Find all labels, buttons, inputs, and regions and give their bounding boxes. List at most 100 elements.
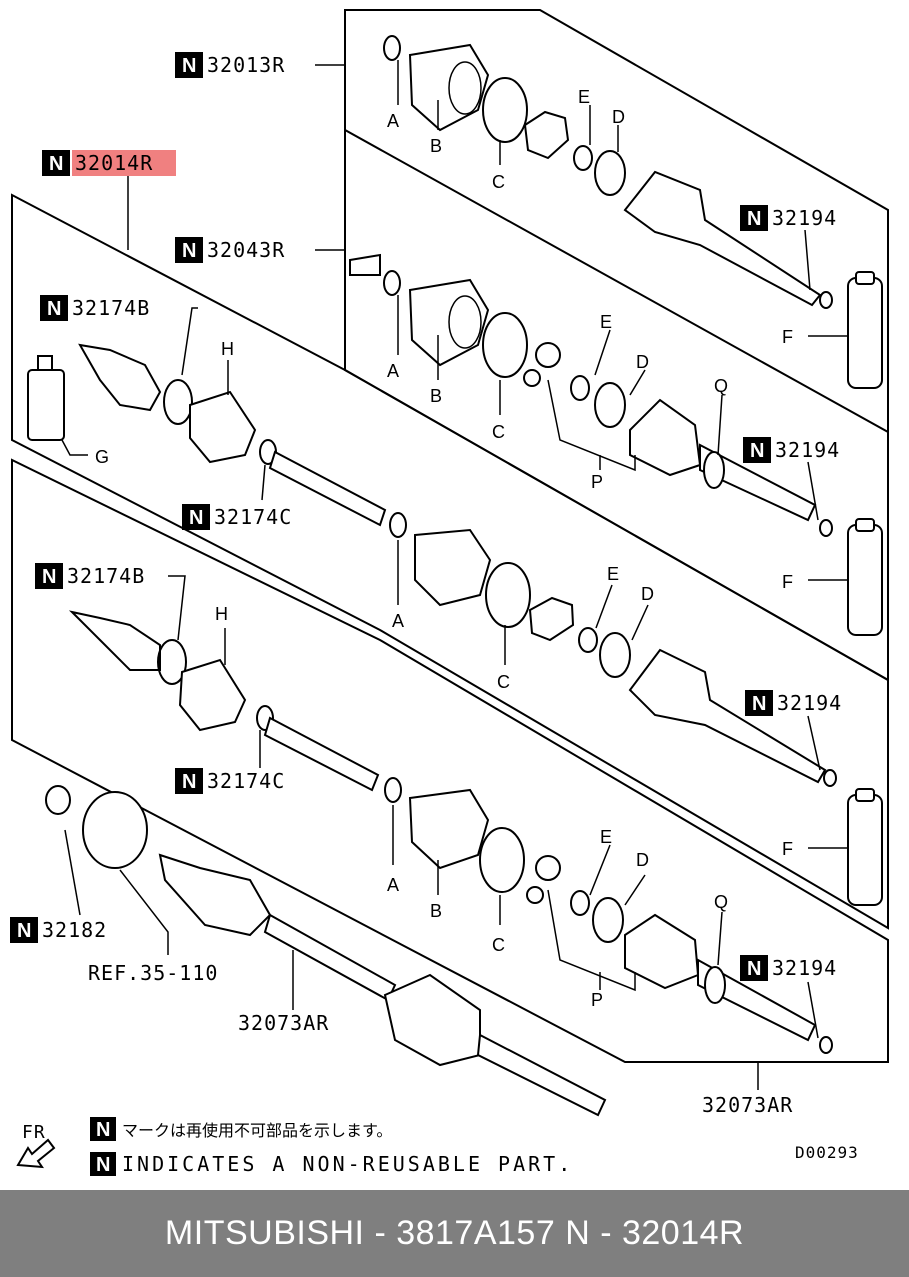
leader-lines bbox=[61, 60, 848, 1090]
grease-bottle-f-1 bbox=[847, 271, 883, 389]
svg-text:B: B bbox=[430, 386, 442, 406]
clip-32194-2 bbox=[819, 519, 833, 537]
outer-joint-32073AR bbox=[68, 610, 161, 671]
svg-text:E: E bbox=[607, 564, 619, 584]
label-32174C-2: N 32174C bbox=[175, 768, 285, 794]
svg-text:E: E bbox=[600, 827, 612, 847]
svg-text:N: N bbox=[750, 440, 764, 462]
label-32014R-highlighted: N 32014R bbox=[42, 150, 176, 176]
grease-g bbox=[27, 355, 65, 441]
svg-text:A: A bbox=[387, 875, 399, 895]
svg-text:C: C bbox=[497, 672, 510, 692]
band-c-1 bbox=[482, 77, 528, 143]
label-32194-2: N 32194 bbox=[743, 437, 840, 463]
fr-arrow-icon bbox=[16, 1138, 56, 1169]
label-32174C-1: N 32174C bbox=[182, 504, 292, 530]
grease-bottle-f-2 bbox=[847, 518, 883, 636]
svg-text:N: N bbox=[17, 920, 31, 942]
svg-text:A: A bbox=[387, 361, 399, 381]
clip-32194-4 bbox=[819, 1036, 833, 1054]
drawing-code: D00293 bbox=[795, 1143, 859, 1162]
svg-text:N: N bbox=[182, 55, 196, 77]
shaft-32073AR-upper bbox=[263, 716, 380, 792]
boot-h-2 bbox=[178, 658, 247, 732]
label-32073AR-2: 32073AR bbox=[702, 1093, 793, 1117]
boot-clamp-a-3 bbox=[389, 512, 407, 538]
shaft-32014R bbox=[268, 450, 387, 527]
boot-b-4 bbox=[408, 788, 490, 870]
svg-text:F: F bbox=[782, 327, 793, 347]
svg-text:N: N bbox=[182, 771, 196, 793]
label-ref-35-110: REF.35-110 bbox=[88, 961, 218, 985]
svg-text:B: B bbox=[430, 901, 442, 921]
svg-text:N: N bbox=[42, 566, 56, 588]
svg-text:H: H bbox=[221, 339, 234, 359]
boot-clamp-a-2 bbox=[383, 270, 401, 296]
boot-b-2 bbox=[408, 278, 490, 367]
frame-32073AR bbox=[11, 458, 889, 1063]
ring-e-1 bbox=[573, 145, 593, 171]
grease-bottle-f-3 bbox=[847, 788, 883, 906]
note-english: INDICATES A NON-REUSABLE PART. bbox=[122, 1152, 573, 1176]
svg-text:32174C: 32174C bbox=[214, 505, 292, 529]
label-32174B-1: N 32174B bbox=[40, 295, 150, 321]
fr-label: FR bbox=[22, 1122, 46, 1143]
seal-q-2 bbox=[704, 966, 726, 1004]
clip-32194-1 bbox=[819, 291, 833, 309]
label-32043R: N 32043R bbox=[175, 237, 285, 263]
ring-d-1 bbox=[594, 150, 626, 196]
svg-text:D: D bbox=[636, 352, 649, 372]
svg-text:D: D bbox=[612, 107, 625, 127]
band-32174B-1 bbox=[163, 379, 193, 425]
svg-text:C: C bbox=[492, 422, 505, 442]
ring-e-3 bbox=[578, 627, 598, 653]
svg-text:32014R: 32014R bbox=[75, 151, 153, 175]
spider-3 bbox=[528, 596, 575, 642]
hub-ref bbox=[82, 791, 148, 869]
svg-text:32194: 32194 bbox=[772, 956, 837, 980]
label-32194-1: N 32194 bbox=[740, 205, 837, 231]
svg-text:N: N bbox=[182, 240, 196, 262]
spider-1 bbox=[523, 110, 570, 160]
svg-text:32182: 32182 bbox=[42, 918, 107, 942]
svg-text:32043R: 32043R bbox=[207, 238, 285, 262]
svg-text:Q: Q bbox=[714, 376, 728, 396]
band-32174B-2 bbox=[157, 639, 187, 685]
svg-text:P: P bbox=[591, 472, 603, 492]
svg-text:32194: 32194 bbox=[775, 438, 840, 462]
ring-d-4 bbox=[592, 897, 624, 943]
boot-clamp-a-1 bbox=[383, 35, 401, 61]
boot-b-3 bbox=[414, 528, 492, 607]
band-c-3 bbox=[485, 562, 531, 628]
outer-joint-32014R bbox=[78, 343, 162, 412]
housing-1 bbox=[623, 170, 822, 307]
svg-text:32174B: 32174B bbox=[72, 296, 150, 320]
letter-callouts: A B C E D F H G A B C E D Q P F A C E D … bbox=[95, 87, 793, 1010]
label-32182: N 32182 bbox=[10, 917, 107, 943]
svg-text:F: F bbox=[782, 839, 793, 859]
svg-text:N: N bbox=[49, 153, 63, 175]
svg-text:32174C: 32174C bbox=[207, 769, 285, 793]
ring-d-2 bbox=[594, 382, 626, 428]
svg-text:N: N bbox=[752, 693, 766, 715]
svg-text:G: G bbox=[95, 447, 109, 467]
svg-text:32174B: 32174B bbox=[67, 564, 145, 588]
svg-text:B: B bbox=[430, 136, 442, 156]
ring-d-3 bbox=[599, 632, 631, 678]
note-japanese: マークは再使用不可部品を示します。 bbox=[122, 1121, 392, 1140]
tripod-2 bbox=[523, 342, 561, 387]
svg-text:32194: 32194 bbox=[777, 691, 842, 715]
svg-text:D: D bbox=[641, 584, 654, 604]
svg-text:P: P bbox=[591, 990, 603, 1010]
svg-text:32194: 32194 bbox=[772, 206, 837, 230]
svg-text:C: C bbox=[492, 172, 505, 192]
svg-text:N: N bbox=[747, 208, 761, 230]
boot-b-1 bbox=[408, 43, 490, 132]
svg-text:A: A bbox=[392, 611, 404, 631]
complete-shaft-32073AR bbox=[158, 853, 607, 1117]
seal-q-1 bbox=[703, 451, 725, 489]
boot-clamp-a-4 bbox=[384, 777, 402, 803]
svg-text:E: E bbox=[578, 87, 590, 107]
shaft-32043R bbox=[349, 253, 381, 276]
ring-e-4 bbox=[570, 890, 590, 916]
